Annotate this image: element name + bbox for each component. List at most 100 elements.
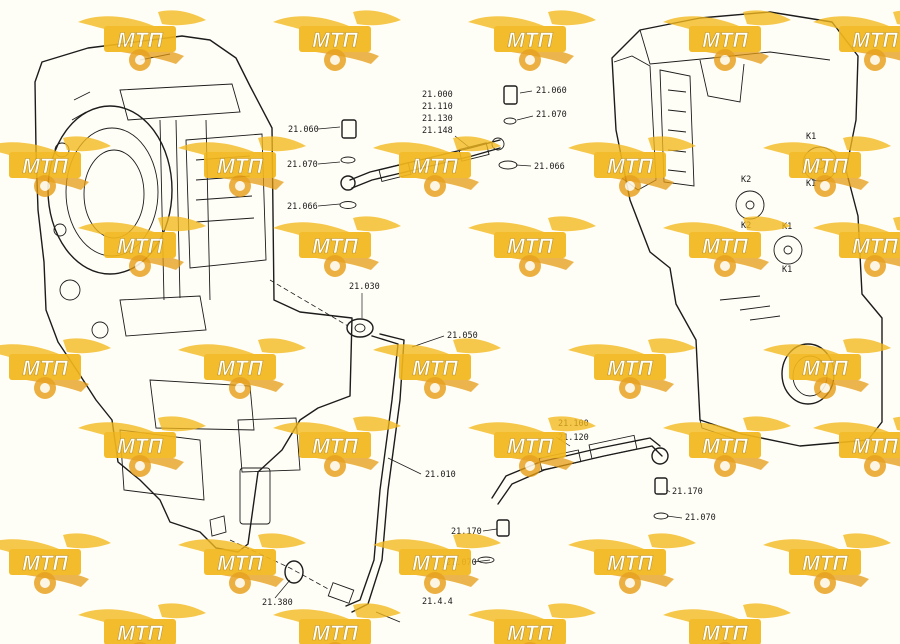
watermark-logo: МТП	[78, 10, 206, 72]
callout-21.070-lower: 21.070	[685, 513, 716, 523]
watermark-text: МТП	[117, 29, 163, 52]
watermark-text: МТП	[852, 235, 898, 258]
watermark-logo: МТП	[178, 533, 306, 594]
callout-21.070-left: 21.070	[287, 160, 318, 170]
leader-line-21.070-lower	[666, 515, 683, 519]
watermark-text: МТП	[412, 357, 458, 380]
watermark-text: МТП	[217, 357, 263, 380]
leader-line-21.170-right	[666, 489, 671, 493]
watermark-logo: МТП	[373, 533, 501, 594]
watermark-logo: МТП	[273, 416, 401, 477]
leader-line-21.070-mid	[473, 559, 491, 563]
watermark-text: МТП	[312, 29, 358, 52]
leader-line-21.060-right	[519, 90, 533, 94]
callout-21.380: 21.380	[262, 598, 293, 608]
watermark-logo: МТП	[78, 603, 206, 644]
leader-line-21.380	[274, 579, 291, 599]
watermark-logo: МТП	[763, 533, 891, 594]
watermark-text: МТП	[412, 552, 458, 575]
callout-labels: 21.060 21.070 21.066 21.000 21.110 21.130 21.1…	[262, 86, 816, 608]
watermark-text: МТП	[507, 435, 553, 458]
watermark-text: МТП	[217, 552, 263, 575]
watermark-logo: МТП	[0, 338, 111, 399]
watermark-logo: МТП	[568, 533, 696, 594]
watermark-text: МТП	[22, 155, 68, 178]
callout-21.030: 21.030	[349, 282, 380, 292]
watermark-logo: МТП	[813, 10, 900, 72]
leader-line-21.060-left	[317, 126, 341, 130]
watermark-text: МТП	[117, 435, 163, 458]
leader-line-21.170-mid	[482, 528, 498, 532]
leader-line-21.010	[387, 457, 422, 475]
callout-21.066-left: 21.066	[287, 202, 318, 212]
leader-line-21.066-right	[515, 164, 532, 167]
watermark-text: МТП	[702, 622, 748, 644]
watermark-logo: МТП	[468, 416, 596, 477]
watermark-logo: МТП	[763, 136, 891, 197]
leader-line-21.070-left	[317, 161, 341, 165]
watermark-text: МТП	[852, 435, 898, 458]
watermark-logo: МТП	[813, 216, 900, 277]
callout-K2: K2	[741, 175, 751, 185]
watermark-logo: МТП	[813, 416, 900, 477]
watermark-logo: МТП	[663, 10, 791, 72]
watermark-logo: МТП	[78, 216, 206, 277]
callout-21.066-right: 21.066	[534, 162, 565, 172]
callout-21.050: 21.050	[447, 331, 478, 341]
callout-K1-top-b: K1	[806, 179, 816, 189]
callout-21.010: 21.010	[425, 470, 456, 480]
callout-21.170-mid: 21.170	[451, 527, 482, 537]
watermark-text: МТП	[802, 552, 848, 575]
callout-21.000: 21.000	[422, 90, 453, 100]
watermark-text: МТП	[702, 29, 748, 52]
watermark-text: МТП	[607, 155, 653, 178]
callout-K1-top: K1	[806, 132, 816, 142]
watermark-logo: МТП	[663, 216, 791, 277]
watermark-text: МТП	[802, 155, 848, 178]
callout-21.170-right: 21.170	[672, 487, 703, 497]
watermark-logo: МТП	[178, 136, 306, 197]
callout-21.bottom: 21.4.4	[422, 597, 453, 607]
watermark-text: МТП	[702, 235, 748, 258]
watermark-text: МТП	[702, 435, 748, 458]
leader-line-21.066-left	[317, 203, 341, 207]
leader-line-21.050	[411, 335, 445, 348]
watermark-layer: МТП МТП МТП МТП МТП МТП МТП МТП МТП МТП МТП МТП МТП М…	[0, 10, 900, 644]
watermark-logo: МТП	[468, 216, 596, 277]
watermark-logo: МТП	[273, 603, 401, 644]
callout-21.070-right: 21.070	[536, 110, 567, 120]
watermark-text: МТП	[507, 235, 553, 258]
watermark-text: МТП	[22, 552, 68, 575]
watermark-logo: МТП	[373, 338, 501, 399]
watermark-text: МТП	[22, 357, 68, 380]
watermark-text: МТП	[312, 622, 358, 644]
callout-21.110: 21.110	[422, 102, 453, 112]
watermark-logo: МТП	[178, 338, 306, 399]
watermark-logo: МТП	[78, 416, 206, 477]
watermark-logo: МТП	[373, 136, 501, 197]
callout-K1-mid-b: K1	[782, 265, 792, 275]
watermark-logo: МТП	[0, 533, 111, 594]
watermark-text: МТП	[607, 357, 653, 380]
watermark-text: МТП	[117, 622, 163, 644]
callout-21.060-right: 21.060	[536, 86, 567, 96]
callout-21.060-left: 21.060	[288, 125, 319, 135]
watermark-logo: МТП	[468, 603, 596, 644]
watermark-logo: МТП	[663, 603, 791, 644]
watermark-logo: МТП	[663, 416, 791, 477]
callout-21.130: 21.130	[422, 114, 453, 124]
leader-line-21.070-right	[516, 115, 534, 121]
watermark-logo: МТП	[763, 338, 891, 399]
pipe-assembly-lower	[477, 434, 669, 564]
watermark-logo: МТП	[273, 216, 401, 277]
watermark-logo: МТП	[273, 10, 401, 72]
watermark-logo: МТП	[0, 136, 111, 197]
watermark-text: МТП	[607, 552, 653, 575]
watermark-text: МТП	[852, 29, 898, 52]
watermark-text: МТП	[312, 235, 358, 258]
watermark-text: МТП	[507, 29, 553, 52]
watermark-text: МТП	[507, 622, 553, 644]
watermark-text: МТП	[412, 155, 458, 178]
watermark-logo: МТП	[468, 10, 596, 72]
